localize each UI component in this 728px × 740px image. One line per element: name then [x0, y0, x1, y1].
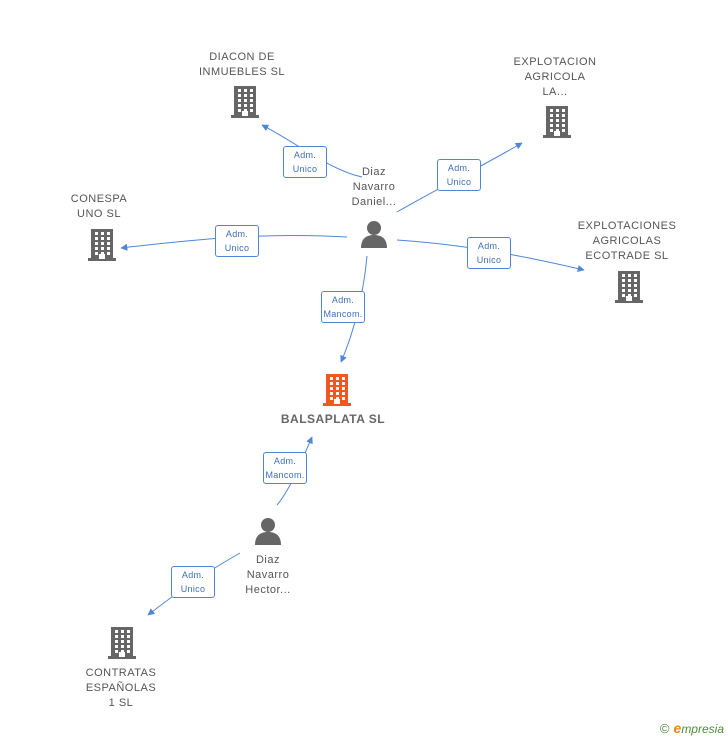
- edge-label-line: Unico: [292, 164, 318, 174]
- node-label-line: Hector...: [245, 584, 291, 596]
- node-label-conespa[interactable]: CONESPA UNO SL: [39, 192, 159, 222]
- edge-label-diaz-daniel-to-diacon[interactable]: Adm. Unico: [283, 146, 327, 178]
- node-label-line: AGRICOLAS: [592, 235, 662, 247]
- node-label-line: 1 SL: [108, 697, 134, 709]
- node-label-line: EXPLOTACIONES: [577, 220, 677, 232]
- edge-label-diaz-daniel-to-balsaplata[interactable]: Adm. Mancom.: [321, 291, 365, 323]
- building-icon-diacon[interactable]: [230, 85, 260, 124]
- edge-label-line: Adm.: [293, 150, 317, 160]
- brand-initial: e: [673, 720, 682, 736]
- brand-name: empresia: [674, 720, 724, 736]
- building-icon-contratas[interactable]: [107, 626, 137, 665]
- node-label-line: Daniel...: [351, 196, 397, 208]
- node-label-balsaplata[interactable]: BALSAPLATA SL: [273, 412, 393, 427]
- person-icon-diaz-daniel[interactable]: [359, 219, 389, 254]
- edge-label-line: Adm.: [331, 295, 355, 305]
- node-label-line: Diaz: [255, 554, 280, 566]
- edge-label-diaz-daniel-to-ecotrade[interactable]: Adm. Unico: [467, 237, 511, 269]
- building-icon-explotacion-la[interactable]: [542, 105, 572, 144]
- node-label-line: AGRICOLA: [524, 71, 586, 83]
- edge-label-line: Unico: [224, 243, 250, 253]
- node-label-line: ESPAÑOLAS: [85, 682, 157, 694]
- node-label-ecotrade[interactable]: EXPLOTACIONES AGRICOLAS ECOTRADE SL: [567, 219, 687, 264]
- edge-label-diaz-hector-to-balsaplata[interactable]: Adm. Mancom.: [263, 452, 307, 484]
- brand-watermark: © empresia: [660, 720, 724, 736]
- node-label-line: CONTRATAS: [85, 667, 157, 679]
- edge-label-line: Adm.: [225, 229, 249, 239]
- node-label-line: Navarro: [352, 181, 396, 193]
- node-label-line: INMUEBLES SL: [198, 66, 286, 78]
- edge-label-diaz-daniel-to-conespa[interactable]: Adm. Unico: [215, 225, 259, 257]
- edge-label-line: Unico: [180, 584, 206, 594]
- edge-label-line: Adm.: [447, 163, 471, 173]
- edge-label-line: Adm.: [181, 570, 205, 580]
- building-icon-ecotrade[interactable]: [614, 270, 644, 309]
- edge-label-diaz-hector-to-contratas[interactable]: Adm. Unico: [171, 566, 215, 598]
- node-label-line: BALSAPLATA SL: [280, 412, 386, 426]
- node-label-line: ECOTRADE SL: [585, 250, 669, 262]
- edge-label-line: Unico: [476, 255, 502, 265]
- edge-label-diaz-daniel-to-explotacion-la[interactable]: Adm. Unico: [437, 159, 481, 191]
- edge-label-line: Adm.: [477, 241, 501, 251]
- building-icon-conespa[interactable]: [87, 228, 117, 267]
- node-label-line: Navarro: [246, 569, 290, 581]
- edge-label-line: Mancom.: [265, 470, 305, 480]
- building-icon-balsaplata[interactable]: [322, 373, 352, 412]
- node-label-line: UNO SL: [77, 208, 121, 220]
- node-label-diacon[interactable]: DIACON DE INMUEBLES SL: [182, 50, 302, 80]
- node-label-line: LA...: [542, 86, 568, 98]
- edge-label-line: Mancom.: [323, 309, 363, 319]
- edge-label-line: Unico: [446, 177, 472, 187]
- node-label-contratas[interactable]: CONTRATAS ESPAÑOLAS 1 SL: [61, 666, 181, 711]
- copyright-symbol: ©: [659, 720, 670, 736]
- edge-label-line: Adm.: [273, 456, 297, 466]
- person-icon-diaz-hector[interactable]: [253, 516, 283, 551]
- node-label-explotacion-la[interactable]: EXPLOTACION AGRICOLA LA...: [495, 55, 615, 100]
- brand-rest: mpresia: [681, 722, 724, 736]
- node-label-line: EXPLOTACION: [513, 56, 597, 68]
- node-label-line: DIACON DE: [209, 51, 275, 63]
- node-label-line: Diaz: [361, 166, 386, 178]
- node-label-line: CONESPA: [70, 193, 128, 205]
